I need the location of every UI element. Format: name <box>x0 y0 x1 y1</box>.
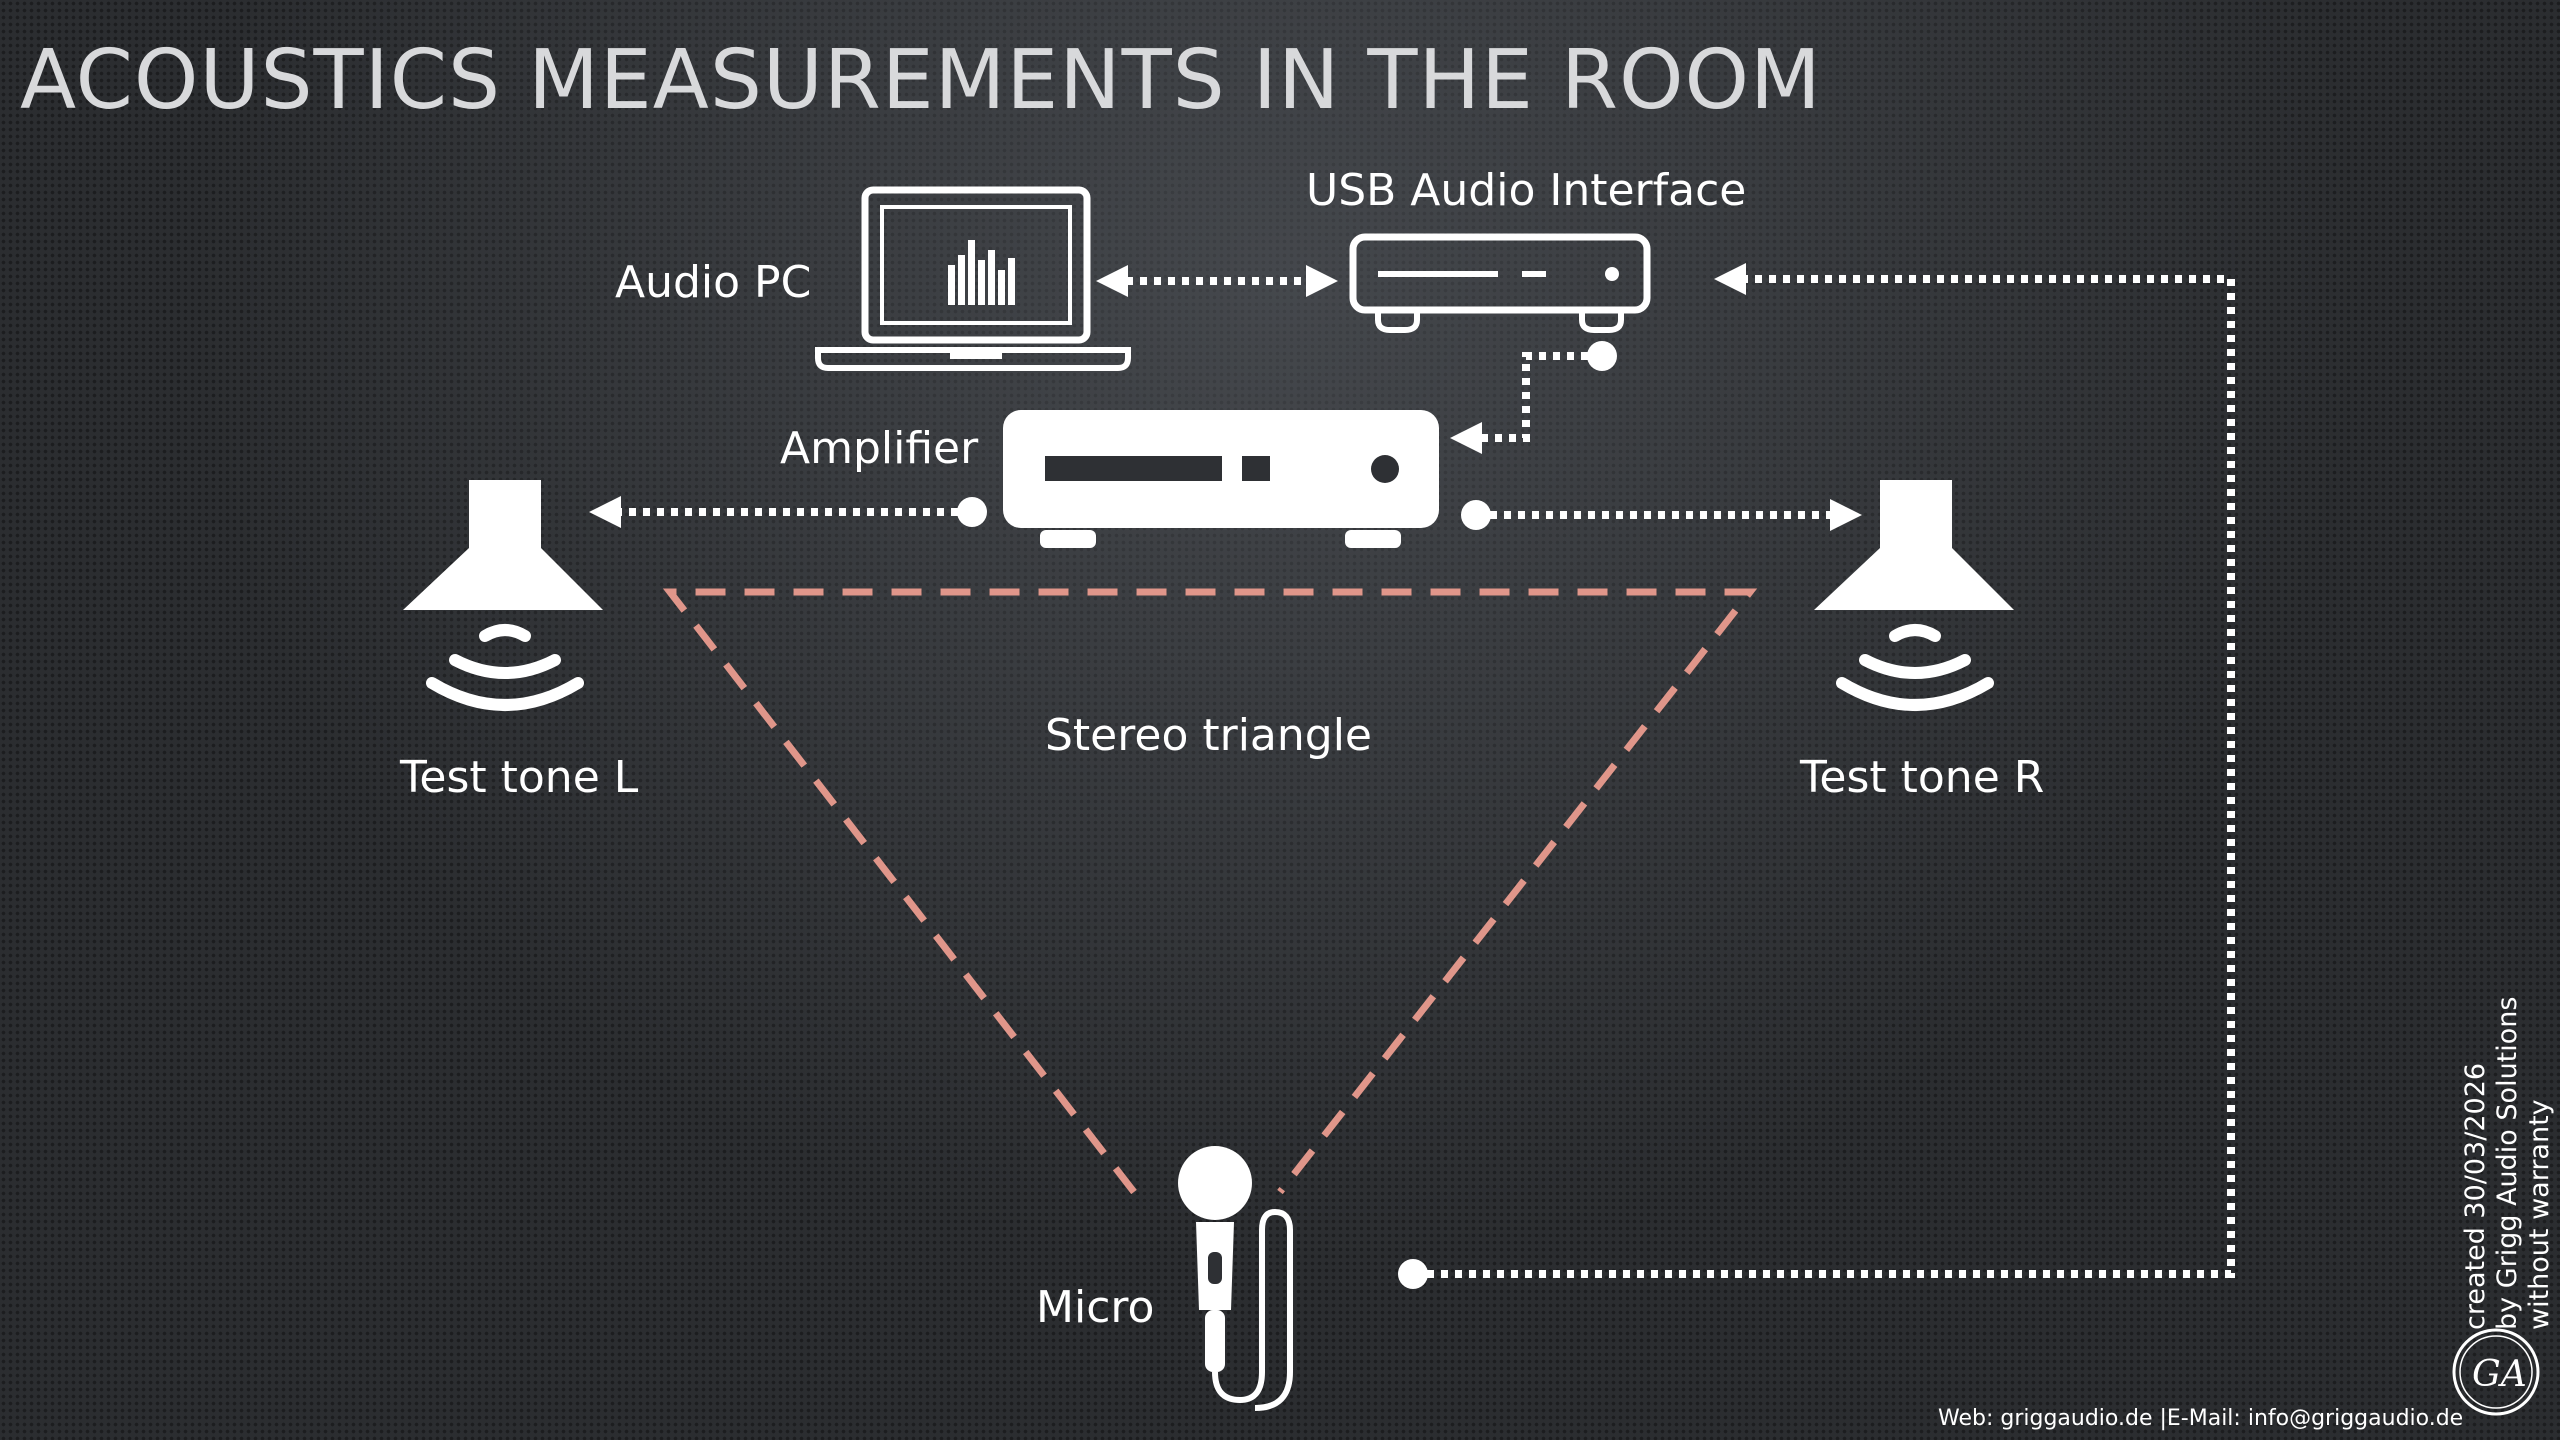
speaker-right-icon <box>1814 480 2014 711</box>
credit-line-1: created 30/03/2026 <box>2460 1063 2491 1330</box>
test-tone-r-label: Test tone R <box>1799 752 2044 803</box>
grigg-audio-logo: GA <box>2452 1328 2540 1416</box>
laptop-icon <box>815 186 1131 371</box>
usb-audio-interface-icon <box>1349 233 1651 333</box>
page-title: ACOUSTICS MEASUREMENTS IN THE ROOM <box>20 33 1822 128</box>
equalizer-icon <box>948 240 1015 305</box>
credit-line-2: by Grigg Audio Solutions <box>2492 997 2523 1330</box>
usb-interface-label: USB Audio Interface <box>1306 165 1746 216</box>
usb-amplifier-connection <box>1450 352 1602 454</box>
audio-pc-label: Audio PC <box>615 257 811 308</box>
test-tone-l-label: Test tone L <box>399 752 639 803</box>
contact-info: Web: griggaudio.de |E-Mail: info@griggau… <box>1938 1406 2463 1431</box>
speaker-left-icon <box>403 480 603 711</box>
logo-lettering: GA <box>2472 1354 2527 1395</box>
credit-text: created 30/03/2026 by Grigg Audio Soluti… <box>2460 997 2555 1330</box>
credit-line-3: without warranty <box>2524 1099 2555 1330</box>
stereo-triangle <box>662 588 1758 1195</box>
microphone-icon <box>1178 1146 1293 1411</box>
stereo-triangle-label: Stereo triangle <box>1045 710 1372 761</box>
mic-usb-connection <box>1413 263 2235 1278</box>
micro-label: Micro <box>1036 1282 1154 1333</box>
amplifier-icon <box>1003 410 1439 548</box>
amplifier-label: Amplifier <box>780 423 979 474</box>
